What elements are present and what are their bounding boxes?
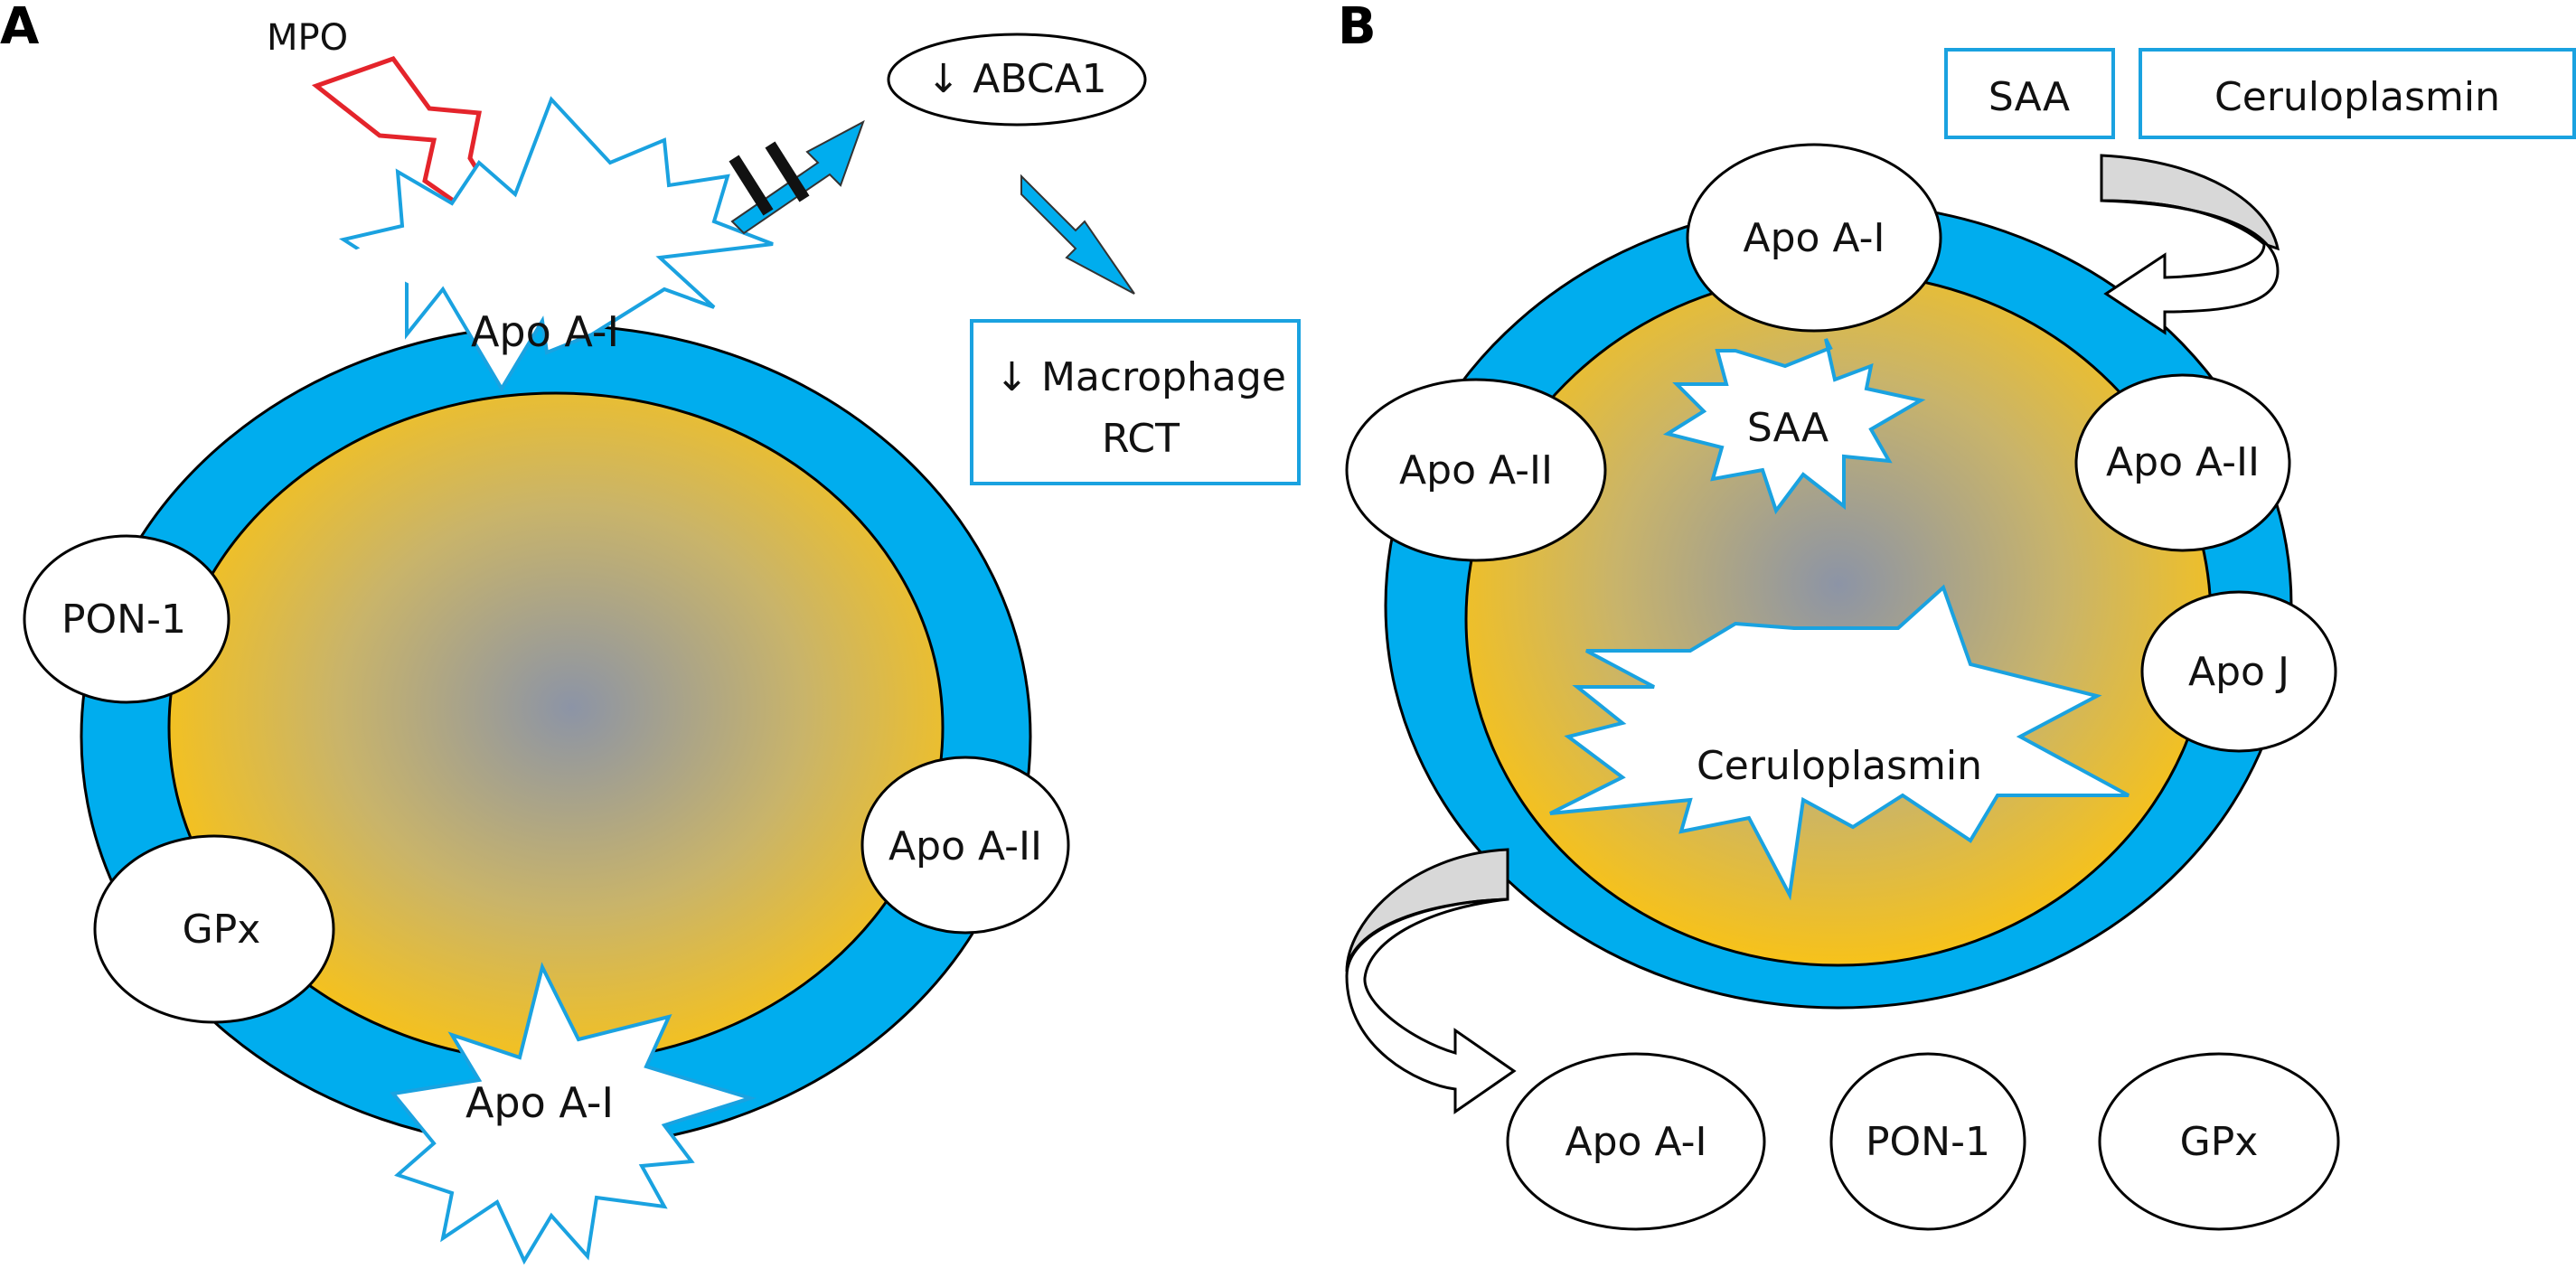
rct-label: RCT <box>1102 416 1180 462</box>
apoa1-star-bottom: Apo A-I <box>390 962 757 1265</box>
ceruloplasmin-star-label: Ceruloplasmin <box>1697 743 1982 789</box>
apoa2-right-label-b: Apo A-II <box>2106 439 2260 485</box>
apoa1-label-b: Apo A-I <box>1744 215 1885 261</box>
pon1-protein-a: PON-1 <box>23 534 230 704</box>
macrophage-label: ↓ Macrophage <box>995 354 1286 400</box>
curved-arrow-out-icon <box>1345 848 1517 1114</box>
apoa2-left-label-b: Apo A-II <box>1399 447 1553 493</box>
apoj-label-b: Apo J <box>2188 649 2289 695</box>
apoa1-protein-b: Apo A-I <box>1686 143 1942 333</box>
macrophage-rct-box: ↓ Macrophage RCT <box>970 319 1301 485</box>
saa-star: SAA <box>1662 338 1926 515</box>
released-gpx: GPx <box>2098 1052 2340 1231</box>
saa-box: SAA <box>1944 48 2115 139</box>
apoa1-bottom-label: Apo A-I <box>465 1078 614 1127</box>
out-gpx-label: GPx <box>2180 1119 2259 1165</box>
ceruloplasmin-box: Ceruloplasmin <box>2139 48 2576 139</box>
arrow-to-macrophage-rct <box>1020 174 1135 295</box>
block-bar-2 <box>765 141 810 202</box>
saa-box-label: SAA <box>1988 74 2070 120</box>
abca1-label: ↓ ABCA1 <box>926 56 1106 102</box>
apoa1-top-label: Apo A-I <box>471 307 619 356</box>
released-apoa1: Apo A-I <box>1506 1052 1766 1231</box>
apoj-protein-b: Apo J <box>2140 590 2337 753</box>
panel-a-label: A <box>0 0 40 56</box>
apoa2-left-protein-b: Apo A-II <box>1345 378 1607 562</box>
ceruloplasmin-box-label: Ceruloplasmin <box>2214 74 2500 120</box>
pon1-label-a: PON-1 <box>61 597 186 643</box>
apoa2-protein-a: Apo A-II <box>860 756 1070 935</box>
out-apoa1-label: Apo A-I <box>1565 1119 1707 1165</box>
panel-b-label: B <box>1338 0 1377 56</box>
block-bar-1 <box>729 155 774 216</box>
gpx-label-a: GPx <box>183 907 261 953</box>
mpo-label: MPO <box>267 17 348 59</box>
apoa2-label-a: Apo A-II <box>888 823 1042 869</box>
curved-arrow-in-icon <box>2100 154 2280 335</box>
ceruloplasmin-star: Ceruloplasmin <box>1549 584 2129 901</box>
gpx-protein-a: GPx <box>93 834 335 1024</box>
out-pon1-label: PON-1 <box>1866 1119 1990 1165</box>
blocked-arrow-abca1 <box>729 119 865 235</box>
apoa1-star-top: Apo A-I <box>338 96 774 392</box>
saa-star-label: SAA <box>1747 405 1829 451</box>
abca1-node: ↓ ABCA1 <box>887 33 1147 127</box>
apoa2-right-protein-b: Apo A-II <box>2074 373 2291 552</box>
released-pon1: PON-1 <box>1829 1052 2026 1231</box>
